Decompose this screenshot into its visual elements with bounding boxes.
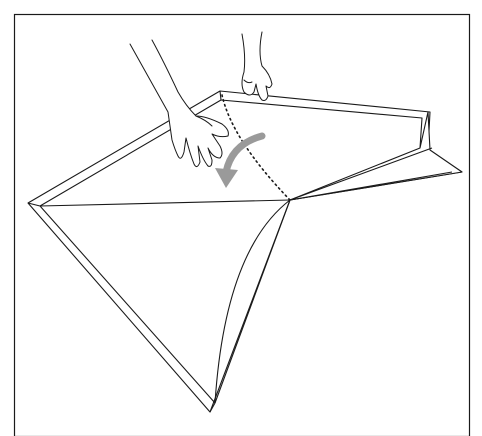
- curved-arrow-icon: [215, 132, 266, 188]
- dotted-fold-guide: [221, 94, 291, 201]
- right-hand: [241, 31, 273, 101]
- hands-icon: [129, 31, 273, 168]
- left-hand: [129, 39, 229, 168]
- center-crease: [39, 199, 291, 207]
- top-rim: [219, 90, 222, 101]
- paper-sheet: [27, 90, 463, 413]
- frame-border: [13, 13, 471, 436]
- curved-fold-line: [214, 199, 291, 404]
- right-hand-finger: [243, 79, 253, 84]
- paper-outer-edge: [27, 90, 463, 413]
- right-flap-crease: [289, 147, 453, 201]
- left-hand-thumb: [195, 115, 213, 127]
